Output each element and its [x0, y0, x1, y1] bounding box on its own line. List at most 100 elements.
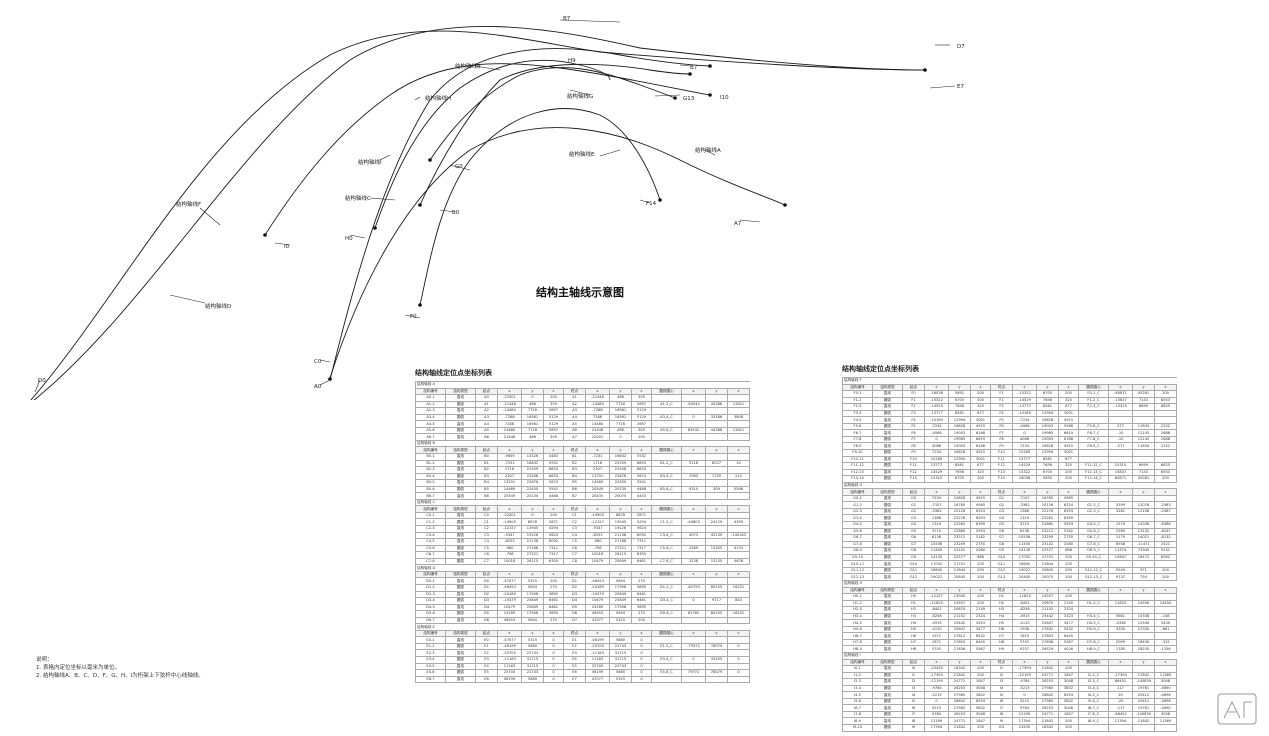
leader-line [929, 85, 956, 89]
axis-curve-i [264, 63, 711, 236]
point-label: I0 [284, 244, 290, 250]
leader-line [449, 164, 471, 171]
axis-curve-b [419, 63, 691, 206]
leader-line [739, 219, 761, 223]
table-cell [1132, 724, 1155, 732]
table-cell: 18342 [1036, 724, 1059, 732]
endpoint-dot [418, 303, 422, 307]
leader-line [169, 294, 206, 304]
leader-line [349, 234, 366, 239]
point-label: F0 [410, 314, 417, 320]
leader-line [654, 94, 681, 97]
table-cell [651, 675, 682, 684]
endpoint-dot [328, 377, 332, 381]
endpoint-dot [708, 64, 712, 68]
axis-curve-f [419, 108, 661, 306]
label-axis-g: 结构轴线G [567, 92, 593, 100]
label-axis-a: 结构轴线A [695, 146, 721, 154]
table-cell [727, 675, 750, 684]
point-label: B7 [563, 16, 571, 22]
table-cell [1154, 724, 1177, 732]
axis-curve-a [329, 127, 786, 379]
endpoint-dot [673, 96, 677, 100]
axis-curve-d [30, 30, 926, 400]
table-cell: 17394 [924, 724, 949, 732]
point-label: G0 [455, 164, 463, 170]
axis-curve-c [329, 48, 711, 381]
table-title: 结构轴线定位点坐标列表 [415, 369, 492, 377]
point-label: B7 [690, 65, 698, 71]
leader-line [474, 65, 501, 71]
label-axis-c: 结构轴线C [345, 194, 371, 202]
endpoint-dot [418, 203, 422, 207]
table-cell: 46199 [497, 675, 522, 684]
leader-line [369, 197, 396, 201]
leader-line [319, 379, 331, 386]
axis-curve-h [374, 59, 611, 229]
point-label: E7 [957, 84, 964, 90]
endpoint-dot [688, 72, 692, 76]
leader-line [559, 19, 621, 23]
axis-curve-e [33, 25, 926, 400]
table-cell: E7 [563, 675, 586, 684]
leader-line [414, 96, 421, 101]
table-cell [1078, 724, 1109, 732]
point-label: F14 [646, 201, 657, 207]
endpoint-dot [373, 226, 377, 230]
endpoint-dot [263, 233, 267, 237]
diagram-title: 结构主轴线示意图 [536, 286, 624, 299]
axis-endpoints [263, 64, 927, 381]
table-cell: 21842 [948, 724, 971, 732]
label-axis-d: 结构轴线D [205, 302, 231, 310]
leader-line [379, 154, 391, 161]
axis-curves [30, 25, 926, 400]
point-label: D0 [38, 378, 46, 384]
table-cell: 圆弧 [872, 724, 903, 732]
table-cell [681, 675, 706, 684]
leader-line [274, 242, 291, 246]
point-label: G13 [683, 96, 695, 102]
watermark-logo [1217, 693, 1257, 725]
endpoint-dot [658, 198, 662, 202]
axis-name-labels: 结构轴线F 结构轴线D 结构轴线I 结构轴线C 结构轴线H 结构轴线B 结构轴线… [176, 62, 721, 310]
point-label: A0 [314, 384, 322, 390]
leader-line [319, 359, 331, 363]
label-axis-f: 结构轴线F [176, 200, 201, 208]
table-cell: 0 [631, 675, 652, 684]
table-cell [705, 675, 728, 684]
label-axis-h: 结构轴线H [425, 94, 451, 102]
leader-line [34, 379, 41, 393]
